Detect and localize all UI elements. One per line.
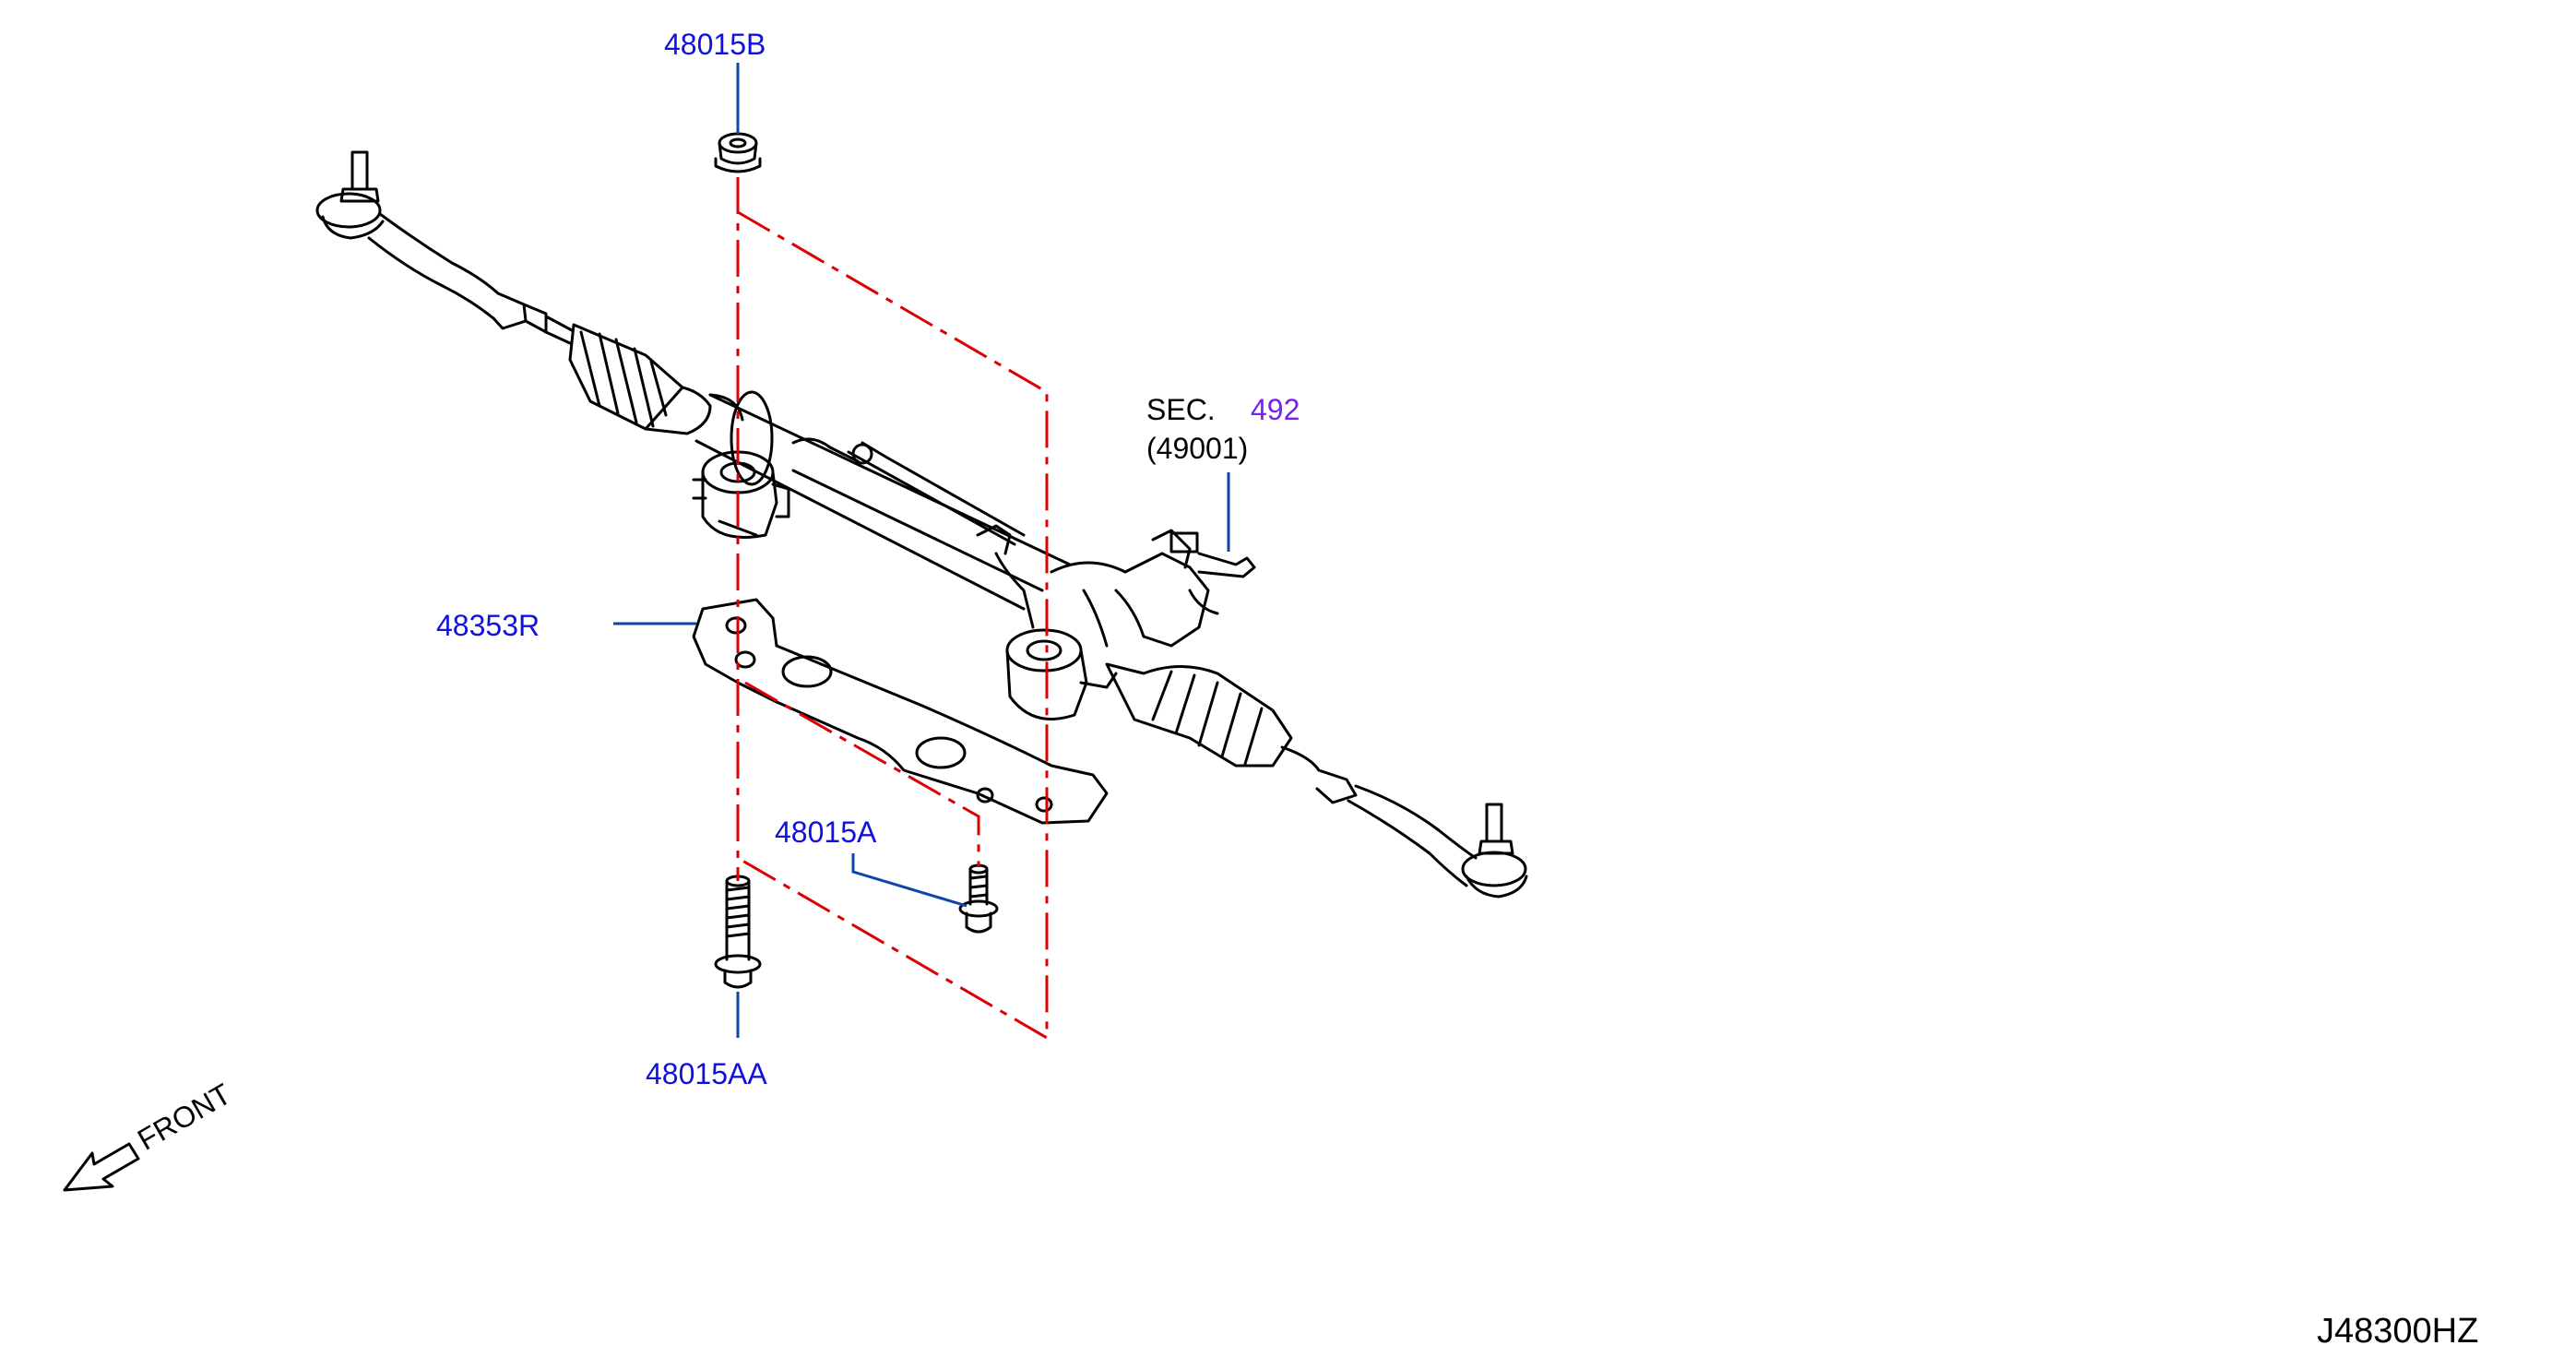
right-tie-rod-end — [1315, 768, 1528, 899]
part-label-48015B: 48015B — [664, 28, 766, 61]
section-ref-sub: (49001) — [1146, 432, 1249, 465]
rack-housing — [694, 390, 1072, 611]
right-mount-bushing — [1005, 628, 1118, 720]
section-ref-prefix: SEC. — [1146, 393, 1216, 426]
leader-lines — [613, 63, 1230, 1038]
short-bolt — [958, 863, 999, 934]
part-label-48015A: 48015A — [775, 815, 877, 849]
bracket-plate — [692, 598, 1109, 825]
front-arrow-icon — [63, 1142, 140, 1192]
part-label-48015AA: 48015AA — [646, 1057, 767, 1090]
left-boot — [568, 323, 712, 435]
right-boot — [1105, 662, 1321, 772]
flange-nut — [714, 132, 762, 173]
part-label-48353R: 48353R — [436, 609, 540, 642]
left-tie-rod-end — [315, 150, 574, 345]
diagram-code: J48300HZ — [2317, 1312, 2479, 1351]
section-ref-number[interactable]: 492 — [1251, 393, 1300, 426]
long-bolt — [714, 875, 762, 989]
rack-valve-housing — [791, 437, 1256, 648]
assembly-lines — [736, 177, 1049, 1041]
